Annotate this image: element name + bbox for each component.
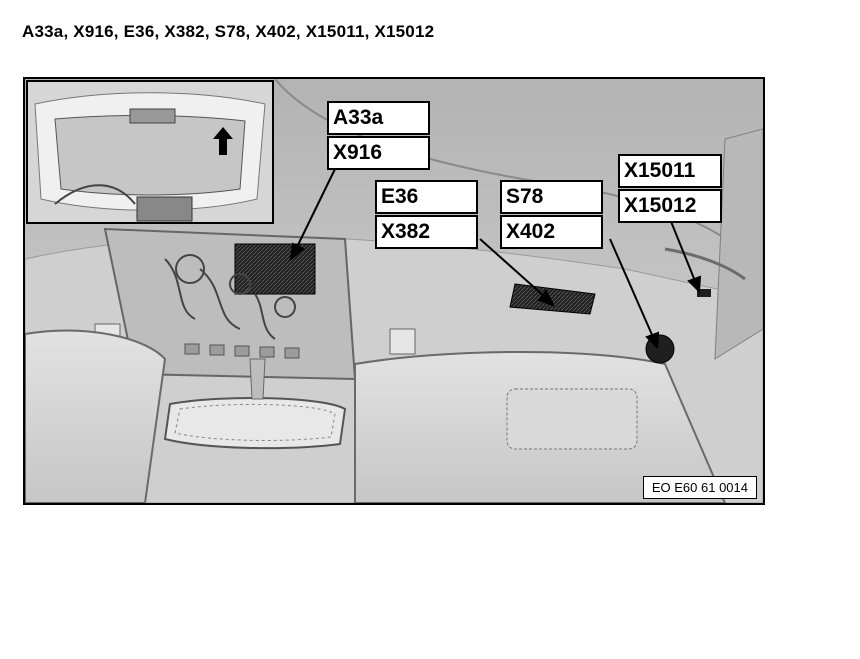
mirror-mount <box>249 358 266 400</box>
rear-view-mirror <box>163 396 347 450</box>
vanity-mirror <box>506 388 638 450</box>
callout-label-x382: X382 <box>375 215 478 249</box>
callout-a33a-x916: A33a X916 <box>327 101 430 170</box>
callout-label-x15011: X15011 <box>618 154 722 188</box>
diagram-figure: A33a X916 E36 X382 S78 X402 X15011 X1501… <box>23 77 765 505</box>
inset-overview <box>26 80 274 224</box>
vehicle-interior-illustration <box>25 79 763 503</box>
control-unit <box>234 243 316 295</box>
callout-s78-x402: S78 X402 <box>500 180 603 249</box>
callout-label-x15012: X15012 <box>618 189 722 223</box>
left-sun-visor <box>25 329 167 503</box>
console-buttons <box>184 343 300 359</box>
callout-label-s78: S78 <box>500 180 603 214</box>
leader-lines <box>289 168 702 350</box>
a-pillar <box>714 128 763 360</box>
figure-reference: EO E60 61 0014 <box>642 476 757 499</box>
callout-x15011-x15012: X15011 X15012 <box>618 154 722 223</box>
page-title: A33a, X916, E36, X382, S78, X402, X15011… <box>22 22 435 41</box>
grab-handle <box>664 247 746 281</box>
visor-clip-right <box>389 328 416 355</box>
callout-label-x402: X402 <box>500 215 603 249</box>
callout-e36-x382: E36 X382 <box>375 180 478 249</box>
callout-label-x916: X916 <box>327 136 430 170</box>
up-arrow-icon <box>213 127 233 155</box>
callout-label-e36: E36 <box>375 180 478 214</box>
callout-label-a33a: A33a <box>327 101 430 135</box>
visor-light <box>509 283 596 315</box>
wiring-harness <box>164 254 296 340</box>
connector-x15011 <box>697 289 711 297</box>
